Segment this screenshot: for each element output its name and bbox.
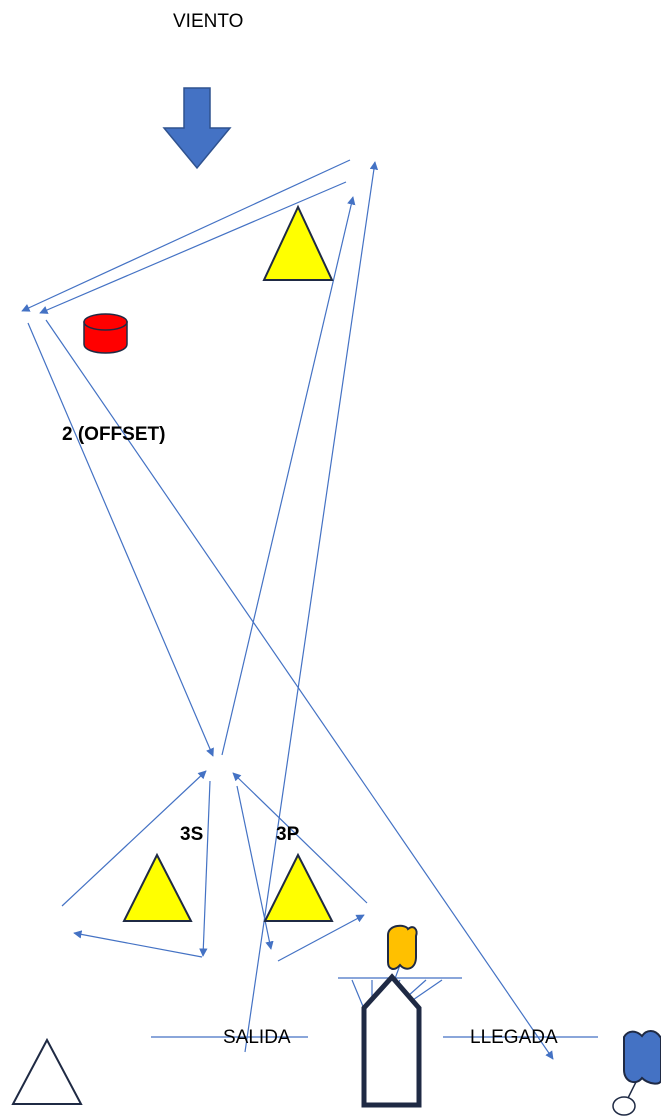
gate-3p-leg-c (277, 914, 365, 962)
mark-2-buoy-icon (83, 313, 128, 354)
mark-2-label: 2 (OFFSET) (62, 424, 165, 445)
gate-3p-leg-a (232, 772, 368, 904)
gate-3s-leg-b (199, 780, 211, 957)
wind-label: VIENTO (173, 11, 243, 32)
orange-flag-icon (387, 924, 418, 970)
mark-3s-buoy-icon (122, 852, 193, 922)
leg-left-down (27, 322, 214, 757)
mark-3p-label: 3P (276, 824, 300, 845)
gate-3s-leg-c (73, 930, 203, 958)
leg-up-to-mark1-a (221, 196, 356, 756)
wind-arrow-icon (162, 87, 232, 170)
leg-upper-left-2 (39, 181, 347, 314)
mark-1-buoy-icon (262, 204, 334, 281)
gate-3p-leg-b (236, 785, 274, 950)
blue-flag-icon (612, 1030, 661, 1116)
course-lines (21, 159, 598, 1060)
pin-end-triangle-icon (11, 1037, 83, 1105)
mark-3s-label: 3S (180, 824, 203, 845)
start-label: SALIDA (223, 1027, 291, 1048)
finish-label: LLEGADA (470, 1027, 558, 1048)
leg-up-to-mark1-b (244, 161, 379, 1053)
gate-3s-leg-a (61, 770, 207, 907)
committee-boat-icon (361, 973, 422, 1108)
leg-long-diagonal (45, 319, 554, 1060)
leg-upper-left-1 (21, 159, 351, 312)
mark-3p-buoy-icon (263, 852, 334, 922)
